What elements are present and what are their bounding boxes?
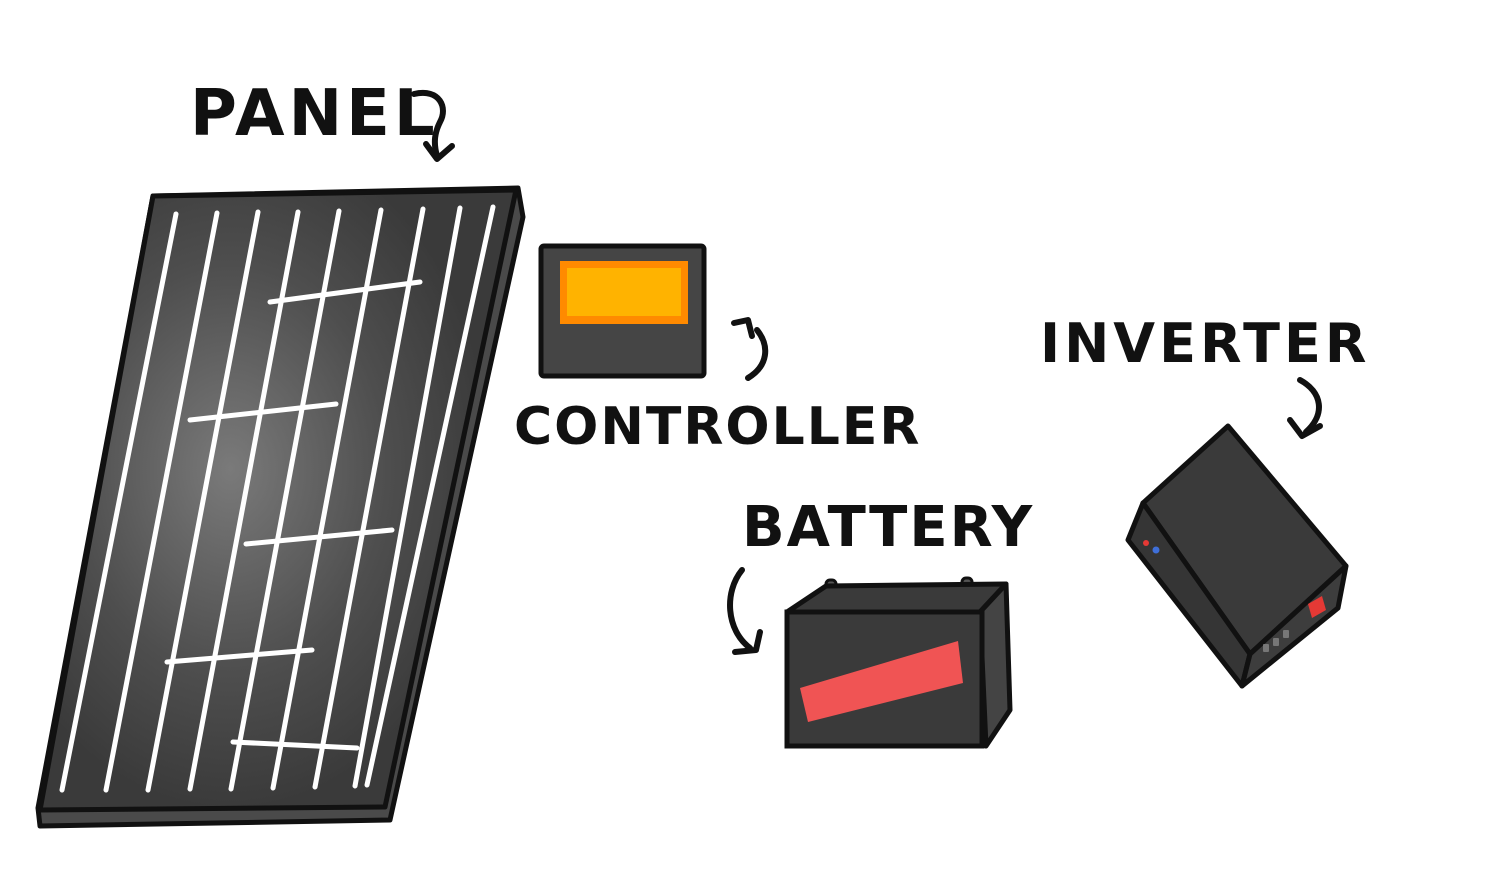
panel-arrow-icon [411,89,446,159]
battery [784,576,1013,749]
inverter-red-led [1143,540,1149,546]
solar-panel-cell-lines [59,204,496,793]
panel-arrowhead-icon [423,141,455,162]
inverter-label: INVERTER [1040,312,1370,375]
battery-arrowhead-icon [732,629,763,655]
battery-top [784,581,1009,615]
inverter [1125,423,1349,689]
battery-label: BATTERY [742,495,1034,560]
charge-controller [538,243,707,379]
controller-arrowhead-icon [731,317,755,339]
controller-arrow-icon [745,327,769,381]
inverter-arrowhead-icon [1287,417,1323,439]
inverter-front-right [1239,563,1349,689]
panel-label: PANEL [190,77,439,151]
solar-panel [35,185,526,829]
controller-label: CONTROLLER [514,397,921,457]
controller-screen [567,268,681,316]
inverter-blue-led [1152,546,1160,554]
battery-label-stripe [800,641,963,722]
inverter-outlets [1263,630,1289,652]
inverter-arrow-icon [1297,377,1322,435]
inverter-display [1308,596,1326,618]
battery-arrow-icon [727,567,753,651]
